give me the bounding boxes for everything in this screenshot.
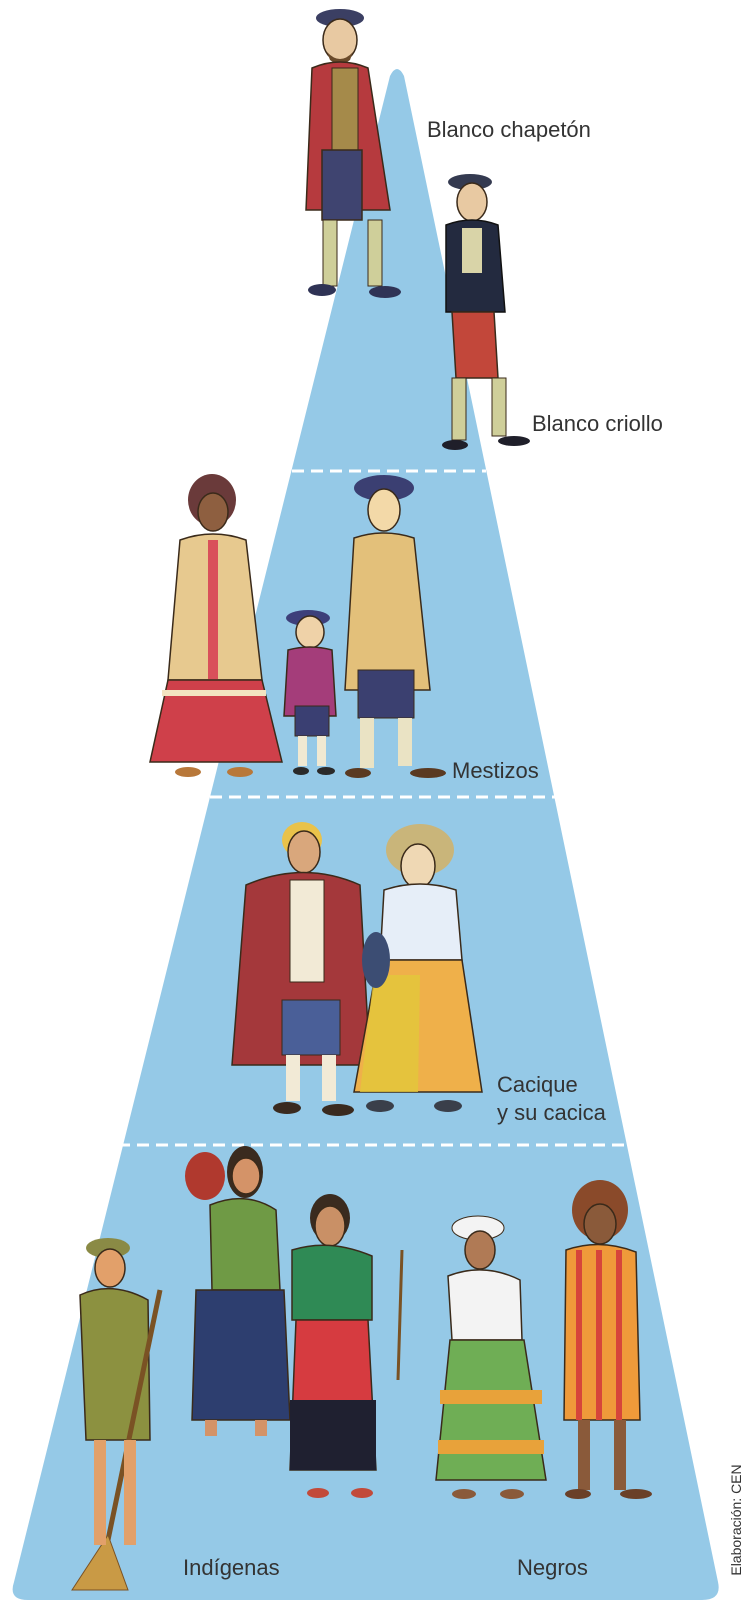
credit-text: Elaboración: CEN [728, 1464, 744, 1576]
indigenous-woman-spinning-figure [289, 1194, 404, 1498]
label-indigenas: Indígenas [183, 1555, 280, 1580]
indigenous-man-figure [71, 1238, 163, 1591]
label-blanco-criollo: Blanco criollo [532, 411, 663, 436]
label-cacica: y su cacica [497, 1100, 606, 1125]
mestizo-man-figure [344, 475, 446, 778]
spanish-nobleman-figure [305, 9, 401, 298]
mestizo-child-figure [283, 610, 337, 775]
cacica-woman-figure [353, 824, 483, 1112]
black-woman-striped-figure [563, 1180, 652, 1499]
label-negros: Negros [517, 1555, 588, 1580]
mestiza-woman-figure [149, 474, 283, 777]
criollo-man-figure [442, 174, 530, 450]
cacique-man-figure [231, 822, 371, 1116]
label-blanco-chapeton: Blanco chapetón [427, 117, 591, 142]
pyramid-shape [12, 69, 719, 1600]
label-mestizos: Mestizos [452, 758, 539, 783]
black-woman-headwrap-figure [435, 1215, 547, 1499]
label-cacique: Cacique [497, 1072, 578, 1097]
